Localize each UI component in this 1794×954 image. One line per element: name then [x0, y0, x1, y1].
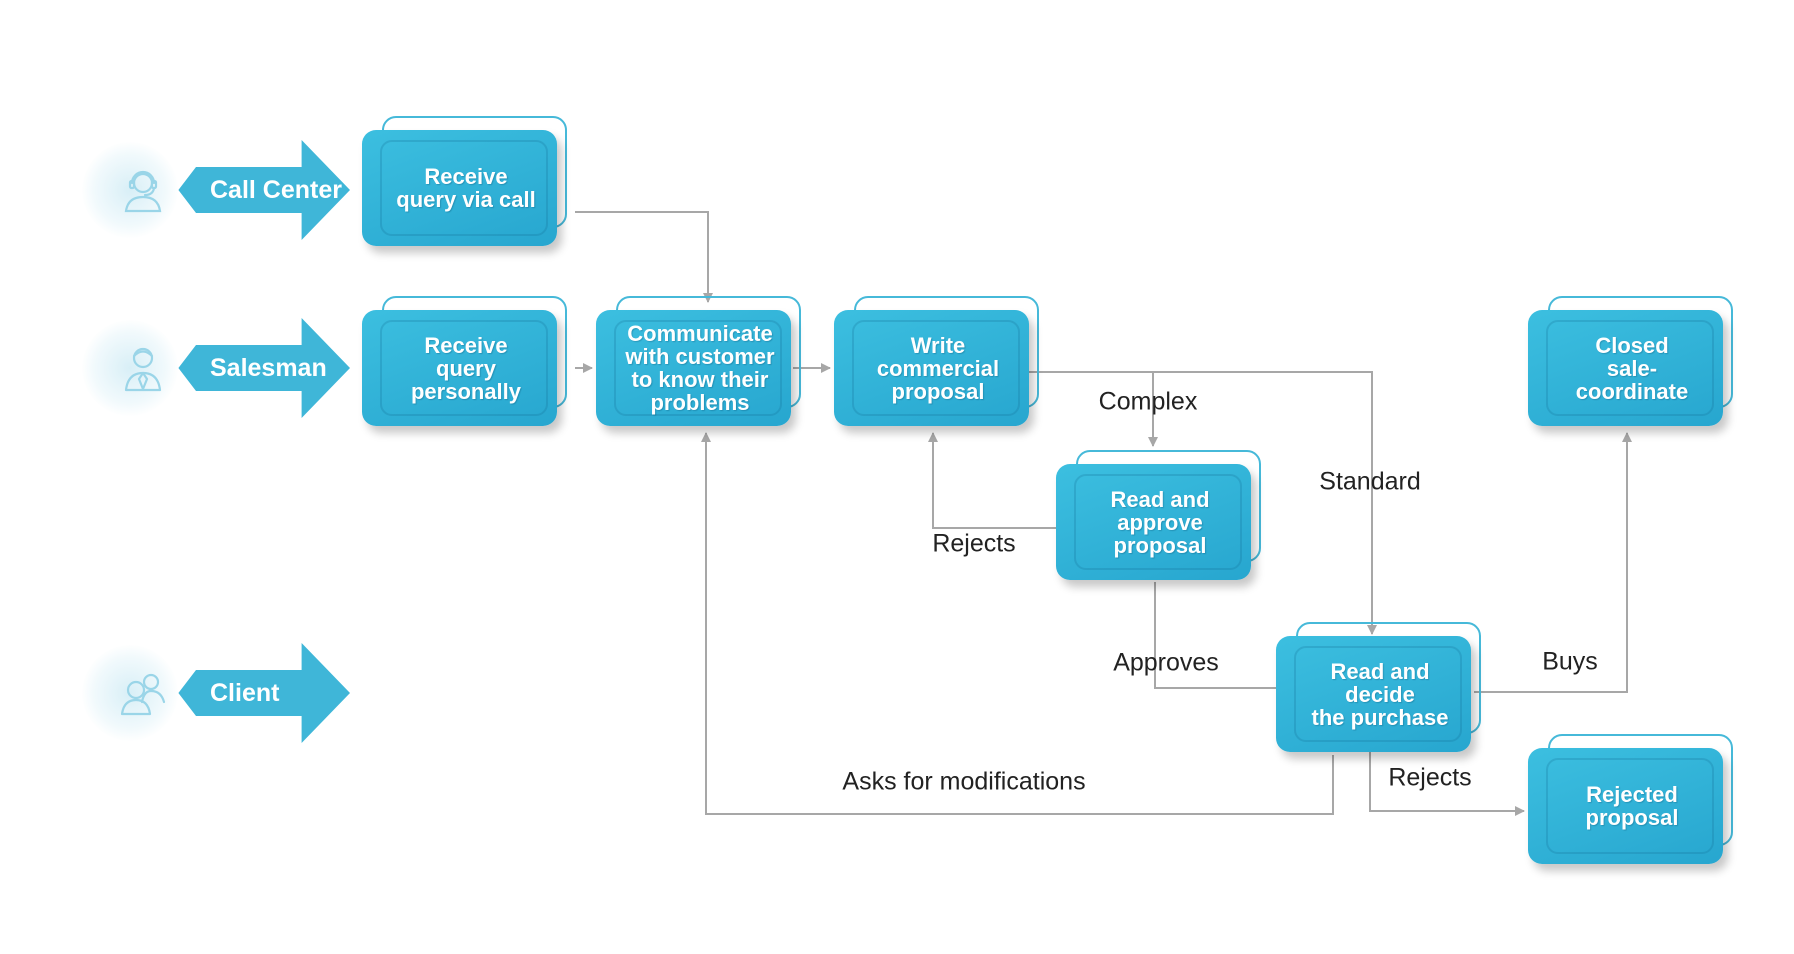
lane-halo [82, 320, 178, 416]
box-face [362, 130, 557, 246]
lane-salesman: Salesman [60, 318, 360, 418]
box-inner-line [1546, 758, 1714, 854]
label-buys: Buys [1542, 647, 1598, 676]
step-label: Read and approve proposal [1110, 486, 1210, 558]
connector-approve-rejects [928, 432, 1058, 529]
businessman-icon [124, 347, 162, 392]
lane-label: Client [210, 679, 280, 707]
box-inner-line [1546, 320, 1714, 416]
step-label: Receive query via call [396, 164, 536, 212]
step-label: Write commercial proposal [876, 332, 1000, 404]
box-inner-line [1074, 474, 1242, 570]
step-label: Communicate with customer to know their … [625, 321, 775, 415]
step-rejected-proposal[interactable]: Rejected proposal [1528, 734, 1733, 864]
step-closed-sale[interactable]: Closed sale- coordinate [1528, 296, 1733, 426]
connector-standard-path [1153, 371, 1377, 635]
step-communicate[interactable]: Communicate with customer to know their … [596, 296, 801, 426]
box-face [362, 310, 557, 426]
connector-buys [1474, 432, 1632, 693]
box-face [1276, 636, 1471, 752]
step-receive-personal[interactable]: Receive query personally [362, 296, 567, 426]
box-face [1056, 464, 1251, 580]
step-label: Read and decide the purchase [1311, 658, 1449, 730]
lane-call-center: Call Center [60, 140, 360, 240]
box-inner-line [614, 320, 782, 416]
label-asks-modifications: Asks for modifications [842, 767, 1086, 796]
connector-approves [1154, 582, 1276, 689]
lane-client: Client [60, 643, 360, 743]
label-rejects-purchase: Rejects [1388, 763, 1472, 792]
step-label: Rejected proposal [1585, 782, 1679, 830]
connector-purchase-rejects [1369, 748, 1525, 816]
connector-asks-modifications [701, 432, 1334, 815]
label-approves: Approves [1113, 648, 1219, 677]
box-inner-line [380, 140, 548, 236]
lane-label: Salesman [210, 354, 327, 382]
box-face [1528, 748, 1723, 864]
step-label: Receive query personally [410, 332, 522, 404]
label-standard: Standard [1319, 467, 1421, 496]
step-decide-purchase[interactable]: Read and decide the purchase [1276, 622, 1481, 752]
lane-halo [82, 142, 178, 238]
box-inner-line [1294, 646, 1462, 742]
lane-halo [82, 645, 178, 741]
step-receive-call[interactable]: Receive query via call [362, 116, 567, 246]
step-label: Closed sale- coordinate [1575, 332, 1689, 404]
box-face [834, 310, 1029, 426]
users-icon [120, 673, 166, 716]
label-rejects-approval: Rejects [932, 529, 1016, 558]
connector-call-to-communicate [575, 211, 713, 303]
step-approve-proposal[interactable]: Read and approve proposal [1056, 450, 1261, 580]
step-write-proposal[interactable]: Write commercial proposal [834, 296, 1039, 426]
label-complex: Complex [1098, 387, 1198, 416]
box-face [1528, 310, 1723, 426]
box-inner-line [852, 320, 1020, 416]
box-face [596, 310, 791, 426]
lane-label: Call Center [210, 176, 342, 204]
box-inner-line [380, 320, 548, 416]
headset-operator-icon [124, 170, 162, 213]
